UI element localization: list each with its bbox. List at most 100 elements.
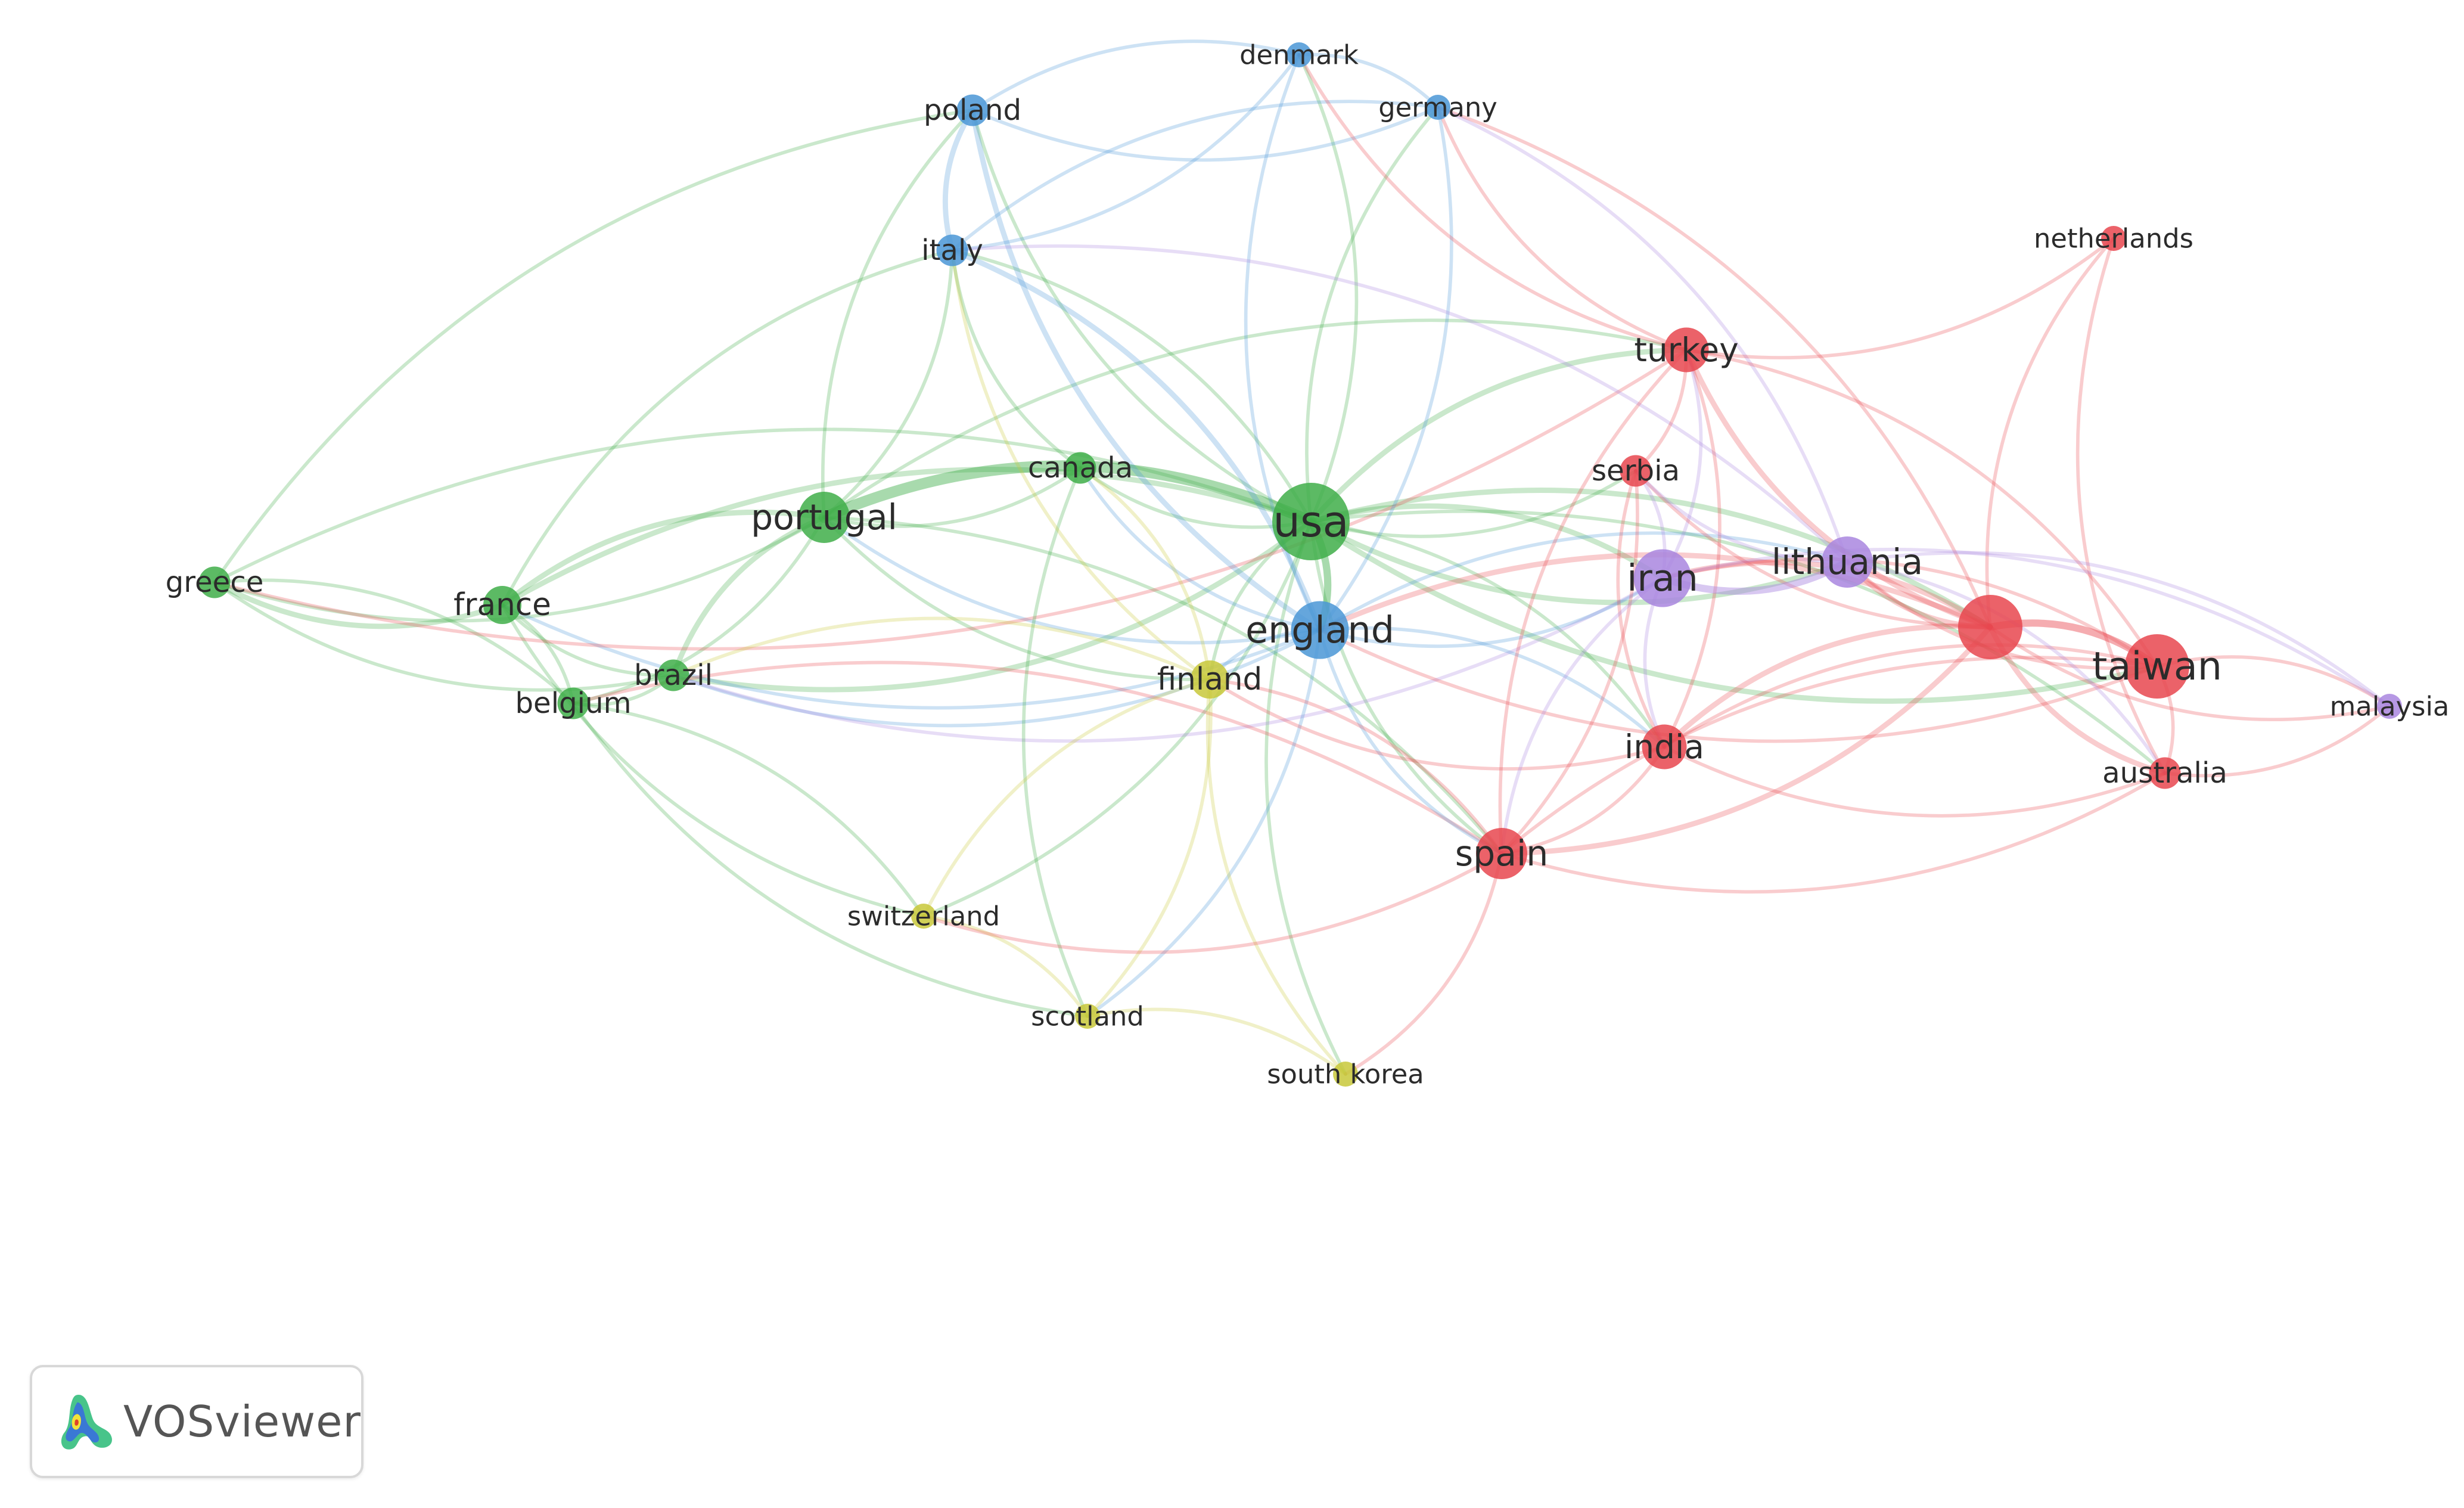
link-england-spain	[1318, 628, 1503, 855]
link-france-brazil	[501, 603, 675, 677]
link-portugal-spain	[822, 516, 1503, 855]
node-scotland[interactable]	[1075, 1004, 1100, 1029]
node-malaysia[interactable]	[2377, 694, 2402, 719]
link-usa-south-korea	[1264, 520, 1347, 1076]
node-canada[interactable]	[1064, 452, 1096, 484]
node-turkey[interactable]	[1664, 327, 1709, 373]
node-label-south-korea: south korea	[1267, 1059, 1424, 1090]
link-denmark-turkey	[1297, 53, 1688, 352]
node-taiwan[interactable]	[2125, 634, 2189, 699]
link-australia-malaysia	[2163, 705, 2391, 778]
node-usa[interactable]	[1272, 483, 1350, 560]
node-germany[interactable]	[1425, 95, 1450, 120]
link-germany-china	[1436, 106, 1992, 629]
node-australia[interactable]	[2149, 757, 2181, 789]
link-china-india	[1661, 623, 1993, 750]
link-iran-malaysia	[1661, 547, 2391, 708]
link-usa-india	[1309, 520, 1666, 749]
link-italy-lithuania	[950, 244, 1849, 564]
link-greece-brazil	[213, 581, 675, 692]
link-italy-finland	[950, 249, 1211, 681]
node-netherlands[interactable]	[2101, 226, 2126, 251]
node-italy[interactable]	[936, 234, 968, 266]
link-taiwan-india	[1663, 643, 2159, 749]
link-poland-italy	[942, 107, 975, 253]
link-serbia-spain	[1500, 469, 1639, 855]
link-brazil-finland	[672, 616, 1211, 681]
link-turkey-netherlands	[1685, 237, 2115, 359]
link-usa-greece	[213, 427, 1313, 584]
link-usa-france	[499, 467, 1314, 608]
node-lithuania[interactable]	[1822, 536, 1873, 588]
link-turkey-spain	[1498, 348, 1688, 855]
link-usa-spain	[1309, 520, 1503, 855]
link-turkey-taiwan	[1685, 348, 2159, 668]
node-label-denmark: denmark	[1239, 39, 1359, 71]
node-portugal[interactable]	[798, 492, 850, 543]
node-label-belgium: belgium	[515, 687, 631, 720]
node-label-poland: poland	[924, 94, 1021, 127]
link-portugal-greece	[213, 516, 826, 623]
vosviewer-logo-icon	[61, 1395, 112, 1450]
node-greece[interactable]	[198, 566, 231, 598]
link-iran-spain	[1500, 576, 1664, 855]
node-china[interactable]	[1958, 595, 2022, 659]
node-serbia[interactable]	[1620, 455, 1652, 487]
link-belgium-switzerland	[571, 702, 925, 918]
link-finland-switzerland	[922, 678, 1211, 918]
link-portugal-canada	[822, 466, 1082, 528]
link-usa-china	[1308, 488, 1993, 630]
node-poland[interactable]	[956, 94, 989, 126]
label-layer: usaportugalfrancegreecebrazilbelgiumcana…	[166, 39, 2450, 1090]
node-label-netherlands: netherlands	[2034, 223, 2193, 255]
node-label-italy: italy	[921, 234, 983, 267]
link-india-australia	[1663, 745, 2167, 818]
node-denmark[interactable]	[1287, 42, 1312, 67]
link-england-india	[1318, 626, 1666, 749]
link-taiwan-malaysia	[2155, 655, 2391, 708]
link-turkey-iran	[1661, 348, 1703, 580]
node-label-spain: spain	[1455, 833, 1549, 874]
node-finland[interactable]	[1191, 660, 1229, 699]
link-england-taiwan	[1318, 628, 2159, 743]
node-label-finland: finland	[1157, 662, 1263, 697]
link-portugal-poland	[821, 108, 974, 519]
node-switzerland[interactable]	[911, 904, 936, 929]
node-south-korea[interactable]	[1333, 1062, 1358, 1087]
vosviewer-logo: VOSviewer	[30, 1365, 363, 1478]
link-germany-lithuania	[1436, 106, 1849, 564]
node-label-portugal: portugal	[751, 497, 897, 538]
link-france-switzerland	[501, 603, 925, 918]
link-greece-turkey	[213, 348, 1688, 651]
node-label-germany: germany	[1378, 92, 1497, 123]
node-spain[interactable]	[1476, 828, 1527, 879]
link-scotland-south-korea	[1086, 1007, 1347, 1076]
node-england[interactable]	[1291, 601, 1349, 659]
link-portugal-finland	[822, 516, 1211, 681]
link-poland-denmark	[971, 39, 1301, 112]
link-portugal-italy	[822, 249, 954, 519]
link-usa-iran	[1308, 503, 1666, 581]
link-serbia-china	[1634, 469, 1992, 629]
link-canada-italy	[950, 249, 1082, 470]
link-turkey-india	[1663, 348, 1722, 749]
node-label-serbia: serbia	[1592, 454, 1680, 488]
link-england-scotland	[1086, 628, 1322, 1018]
link-usa-taiwan	[1308, 519, 2160, 704]
node-france[interactable]	[483, 586, 521, 624]
link-greece-poland	[213, 108, 974, 584]
link-turkey-china	[1683, 347, 1993, 630]
link-usa-turkey	[1308, 347, 1689, 525]
link-portugal-belgium	[571, 516, 826, 705]
link-portugal-brazil	[670, 514, 827, 678]
link-usa-poland	[971, 108, 1313, 523]
node-label-turkey: turkey	[1634, 331, 1738, 369]
link-greece-belgium	[213, 578, 575, 705]
node-india[interactable]	[1642, 724, 1687, 769]
link-england-germany	[1318, 106, 1453, 632]
node-iran[interactable]	[1633, 549, 1692, 607]
link-poland-germany	[971, 106, 1440, 162]
node-brazil[interactable]	[657, 659, 689, 691]
node-belgium[interactable]	[557, 687, 589, 719]
link-belgium-scotland	[571, 702, 1089, 1018]
